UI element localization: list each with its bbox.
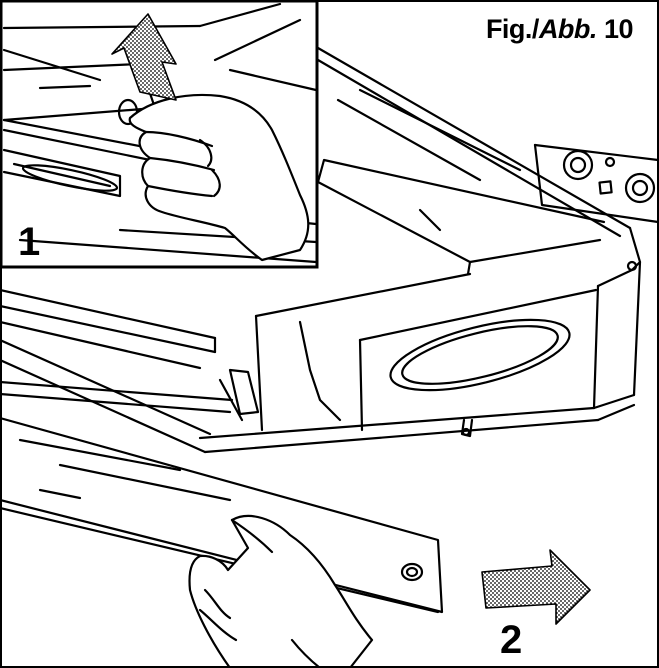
step-2-label: 2 — [500, 618, 523, 662]
arrow-right-icon — [481, 549, 591, 625]
upper-hand-drawing — [128, 93, 310, 262]
figure-label: Fig./Abb. 10 — [485, 14, 634, 45]
appliance-body — [0, 46, 659, 454]
step-1-label: 1 — [18, 220, 41, 264]
lower-hand-drawing — [188, 515, 374, 668]
arrow-up-icon — [111, 13, 177, 101]
figure-number: 10 — [603, 14, 634, 44]
figure-prefix: Fig./ — [485, 14, 540, 44]
inset-detail-box — [0, 0, 319, 269]
figure-abb: Abb. — [538, 14, 598, 44]
